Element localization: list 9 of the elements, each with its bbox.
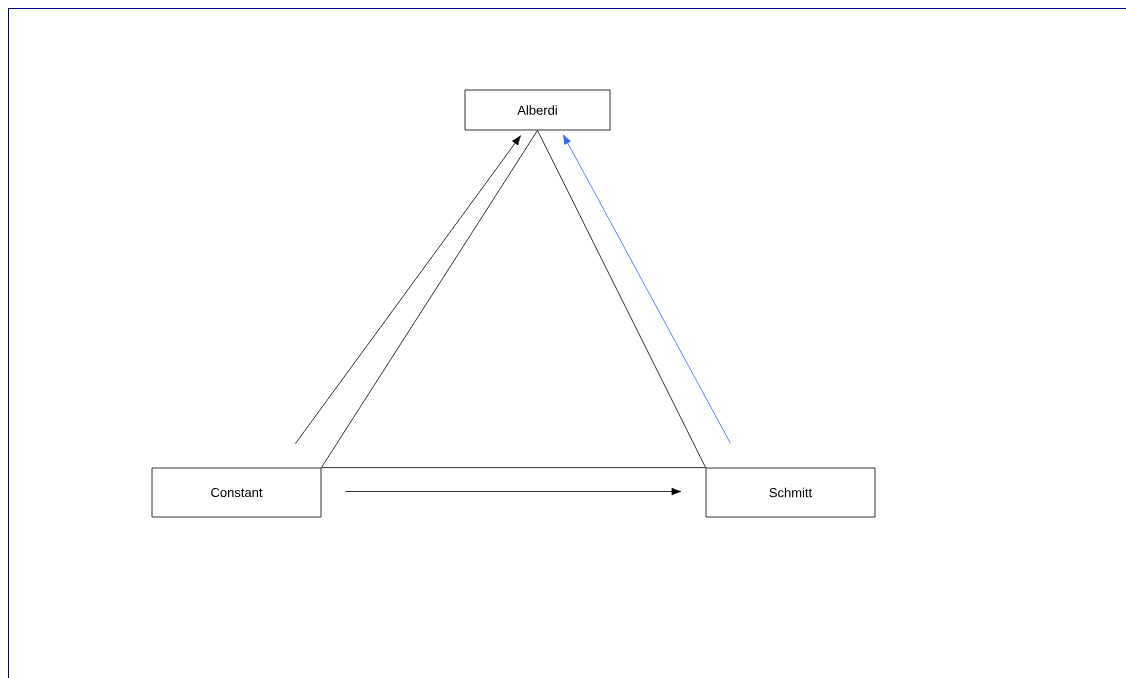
name-box: Schmitt xyxy=(705,467,876,518)
arrow xyxy=(295,135,521,444)
connector-line xyxy=(321,130,538,468)
arrow xyxy=(345,487,682,496)
arrow xyxy=(562,134,731,444)
name-box: Alberdi xyxy=(464,89,611,131)
connector-line xyxy=(321,467,706,468)
connector-line xyxy=(537,130,706,468)
name-box: Constant xyxy=(151,467,322,518)
